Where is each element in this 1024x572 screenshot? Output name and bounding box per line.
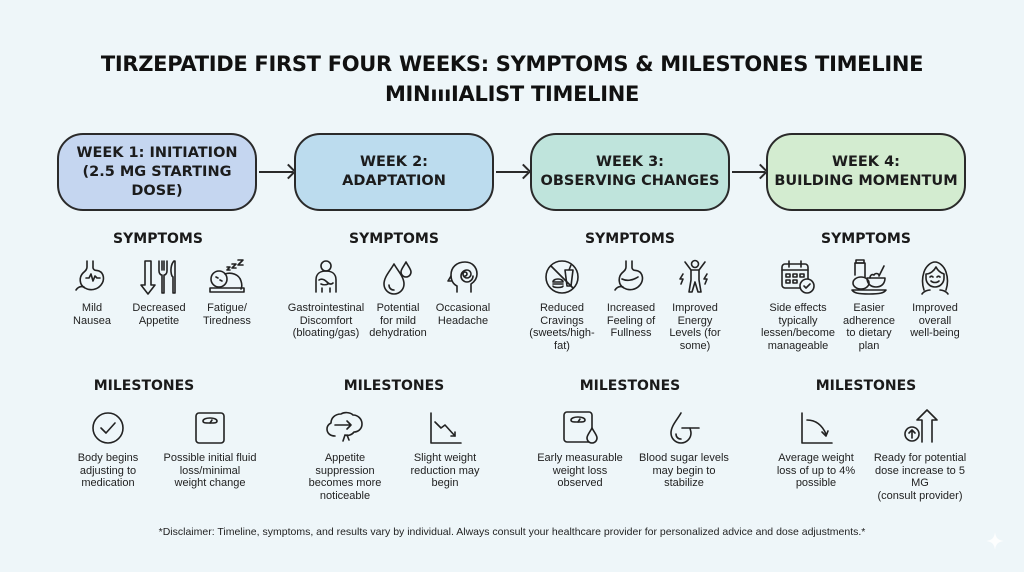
week-4-box: WEEK 4: BUILDING MOMENTUM [766, 133, 966, 211]
milestone-item: Early measurable weight loss observed [530, 410, 630, 490]
sparkle-icon [986, 532, 1004, 550]
symptom-item: Potential for mild dehydration [368, 258, 428, 340]
energy-person-icon [679, 259, 708, 293]
headache-icon [447, 261, 478, 293]
week-3-milestones-heading: MILESTONES [579, 378, 681, 394]
brain-arrow-icon [326, 411, 363, 442]
scale-drop-icon [563, 411, 598, 444]
week-3-box: WEEK 3: OBSERVING CHANGES [530, 133, 730, 211]
symptom-item: Improved Energy Levels (for some) [664, 258, 726, 352]
week-1-box: WEEK 1: INITIATION (2.5 MG STARTING DOSE… [57, 133, 257, 211]
decreased-appetite-icon [140, 260, 176, 295]
symptom-item: Increased Feeling of Fullness [600, 258, 662, 340]
milestone-item: Blood sugar levels may begin to stabiliz… [632, 410, 736, 490]
week-4-symptoms-heading: SYMPTOMS [821, 231, 911, 247]
arrow-connector [259, 171, 293, 173]
check-circle-icon [92, 412, 124, 444]
week-4-milestones-heading: MILESTONES [815, 378, 917, 394]
milestone-item: Possible initial fluid loss/minimal weig… [155, 410, 265, 490]
page-subtitle: MINıııIALIST TIMELINE [384, 82, 640, 106]
arrow-connector [496, 171, 528, 173]
stomach-full-icon [614, 260, 644, 291]
week-2-title: WEEK 2: [360, 154, 428, 170]
week-1-title: WEEK 1: INITIATION [76, 144, 238, 161]
symptom-item: Easier adherence to dietary plan [838, 258, 900, 352]
trend-down-icon [430, 412, 462, 444]
week-2-subtitle: ADAPTATION [342, 173, 446, 189]
week-2-box: WEEK 2: ADAPTATION [294, 133, 494, 211]
dose-increase-icon [904, 409, 938, 443]
no-junk-food-icon [545, 260, 579, 294]
blood-drop-icon [670, 412, 700, 444]
scale-icon [195, 412, 225, 444]
week-4-title: WEEK 4: [832, 154, 900, 170]
stomach-discomfort-icon [315, 260, 337, 293]
week-3-subtitle: OBSERVING CHANGES [540, 173, 720, 189]
week-2-symptoms-heading: SYMPTOMS [349, 231, 439, 247]
symptom-item: Side effects typically lessen/become man… [760, 258, 836, 352]
week-3-title: WEEK 3: [596, 154, 664, 170]
smiling-woman-icon [921, 261, 949, 295]
calendar-check-icon [781, 260, 815, 294]
week-4-subtitle: BUILDING MOMENTUM [774, 173, 958, 189]
disclaimer-text: *Disclaimer: Timeline, symptoms, and res… [158, 526, 866, 538]
curve-down-icon [801, 412, 833, 444]
symptom-item: Mild Nausea [62, 258, 122, 327]
stomach-icon [75, 260, 105, 291]
milestone-item: Ready for potential dose increase to 5 M… [866, 408, 974, 502]
healthy-meal-icon [851, 259, 887, 295]
week-3-symptoms-heading: SYMPTOMS [585, 231, 675, 247]
symptom-item: Gastrointestinal Discomfort (bloating/ga… [286, 258, 366, 340]
week-1-symptoms-heading: SYMPTOMS [113, 231, 203, 247]
symptom-item: Fatigue/ Tiredness [196, 258, 258, 327]
milestone-item: Average weight loss of up to 4% possible [768, 410, 864, 490]
week-2-milestones-heading: MILESTONES [343, 378, 445, 394]
symptom-item: Decreased Appetite [124, 258, 194, 327]
arrow-connector [732, 171, 765, 173]
week-1-milestones-heading: MILESTONES [93, 378, 195, 394]
milestone-item: Slight weight reduction may begin [400, 410, 490, 490]
symptom-item: Occasional Headache [430, 258, 496, 327]
water-drops-icon [383, 261, 412, 295]
sleeping-person-icon [209, 259, 245, 293]
milestone-item: Appetite suppression becomes more notice… [300, 410, 390, 502]
week-1-subtitle: (2.5 MG STARTING DOSE) [82, 163, 232, 199]
symptom-item: Reduced Cravings (sweets/high- fat) [528, 258, 596, 352]
symptom-item: Improved overall well-being [902, 258, 968, 340]
page-title: TIRZEPATIDE FIRST FOUR WEEKS: SYMPTOMS &… [100, 52, 924, 76]
milestone-item: Body begins adjusting to medication [68, 410, 148, 490]
